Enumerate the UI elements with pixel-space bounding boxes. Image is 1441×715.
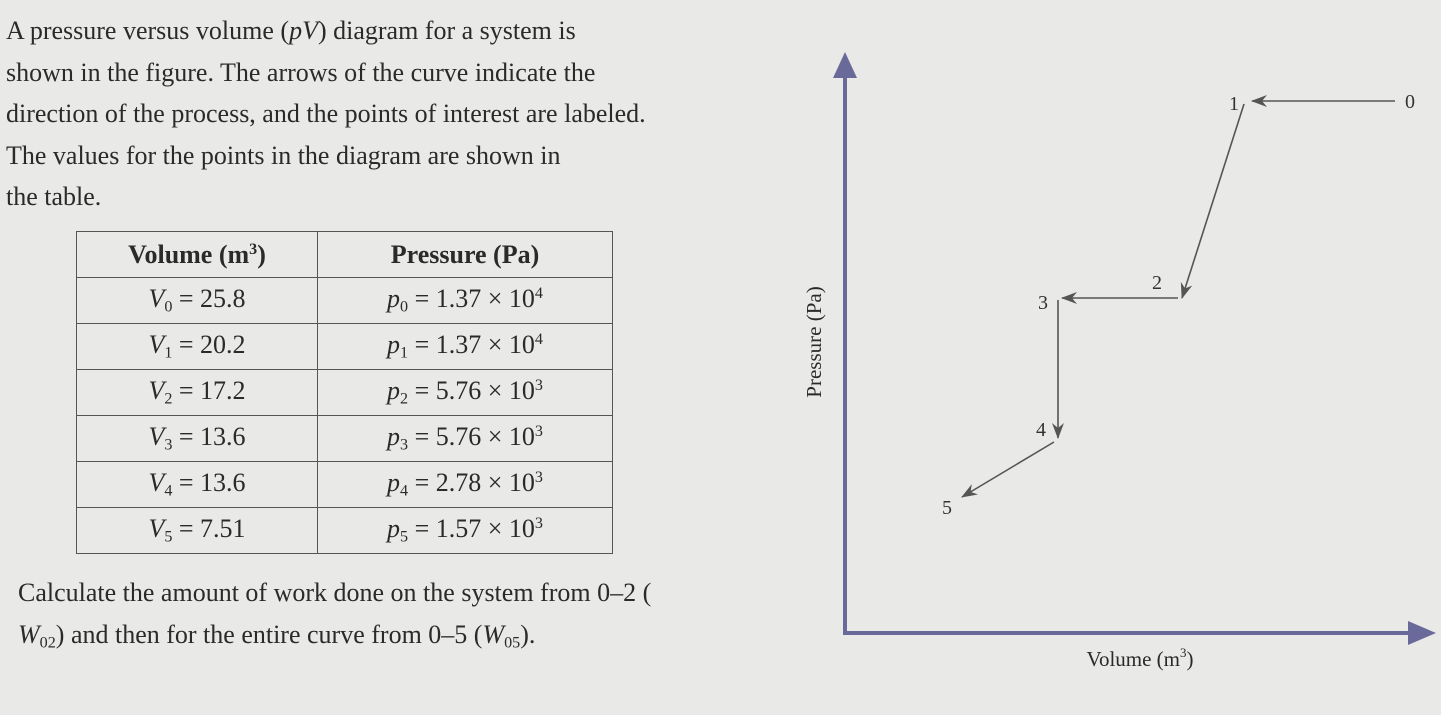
volume-cell: V5 = 7.51 [76, 507, 318, 554]
question-line: Calculate the amount of work done on the… [18, 578, 652, 607]
pressure-cell: p2 = 5.76 × 103 [317, 369, 613, 416]
point-label-4: 4 [1036, 419, 1046, 441]
volume-cell: V2 = 17.2 [76, 369, 318, 416]
y-axis [833, 52, 857, 635]
y-axis-label: Pressure (Pa) [802, 286, 826, 397]
pressure-cell: p5 = 1.57 × 103 [317, 507, 613, 554]
pressure-cell: p1 = 1.37 × 104 [317, 323, 613, 370]
intro-text: ) diagram for a system is [317, 16, 576, 45]
intro-line: the table. [6, 182, 102, 211]
pressure-cell: p3 = 5.76 × 103 [317, 415, 613, 462]
work-symbol: W [18, 619, 40, 649]
point-label-3: 3 [1038, 292, 1048, 314]
intro-line: A pressure versus volume (pV) diagram fo… [6, 10, 726, 52]
point-label-2: 2 [1152, 272, 1162, 294]
work-symbol: W [482, 619, 505, 649]
pv-curve [961, 95, 1395, 498]
question-text: Calculate the amount of work done on the… [18, 572, 738, 664]
y-axis-arrow-icon [833, 52, 857, 78]
x-axis-label: Volume (m3) [1086, 645, 1193, 671]
pv-symbol: pV [289, 16, 318, 45]
problem-intro: A pressure versus volume (pV) diagram fo… [6, 10, 726, 218]
segment-1-2 [1180, 103, 1245, 299]
question-line: W02) and then for the entire curve from … [18, 619, 536, 652]
volume-cell: V4 = 13.6 [76, 461, 318, 508]
point-label-1: 1 [1229, 93, 1239, 115]
volume-cell: V3 = 13.6 [76, 415, 318, 462]
pressure-column-header: Pressure (Pa) [317, 231, 613, 278]
x-axis-arrow-icon [1408, 621, 1436, 645]
volume-cell: V0 = 25.8 [76, 277, 318, 324]
point-labels: 0 1 2 3 4 5 [942, 91, 1415, 519]
intro-text: A pressure versus volume ( [6, 16, 290, 45]
pressure-cell: p0 = 1.37 × 104 [317, 277, 613, 324]
intro-line: shown in the figure. The arrows of the c… [6, 57, 596, 87]
intro-line: The values for the points in the diagram… [6, 140, 561, 170]
table-header-row: Volume (m3) Pressure (Pa) [76, 231, 613, 278]
segment-4-5 [961, 441, 1055, 498]
point-label-0: 0 [1405, 91, 1415, 113]
point-label-5: 5 [942, 497, 952, 519]
x-axis [843, 621, 1436, 645]
intro-line: direction of the process, and the points… [6, 99, 646, 128]
